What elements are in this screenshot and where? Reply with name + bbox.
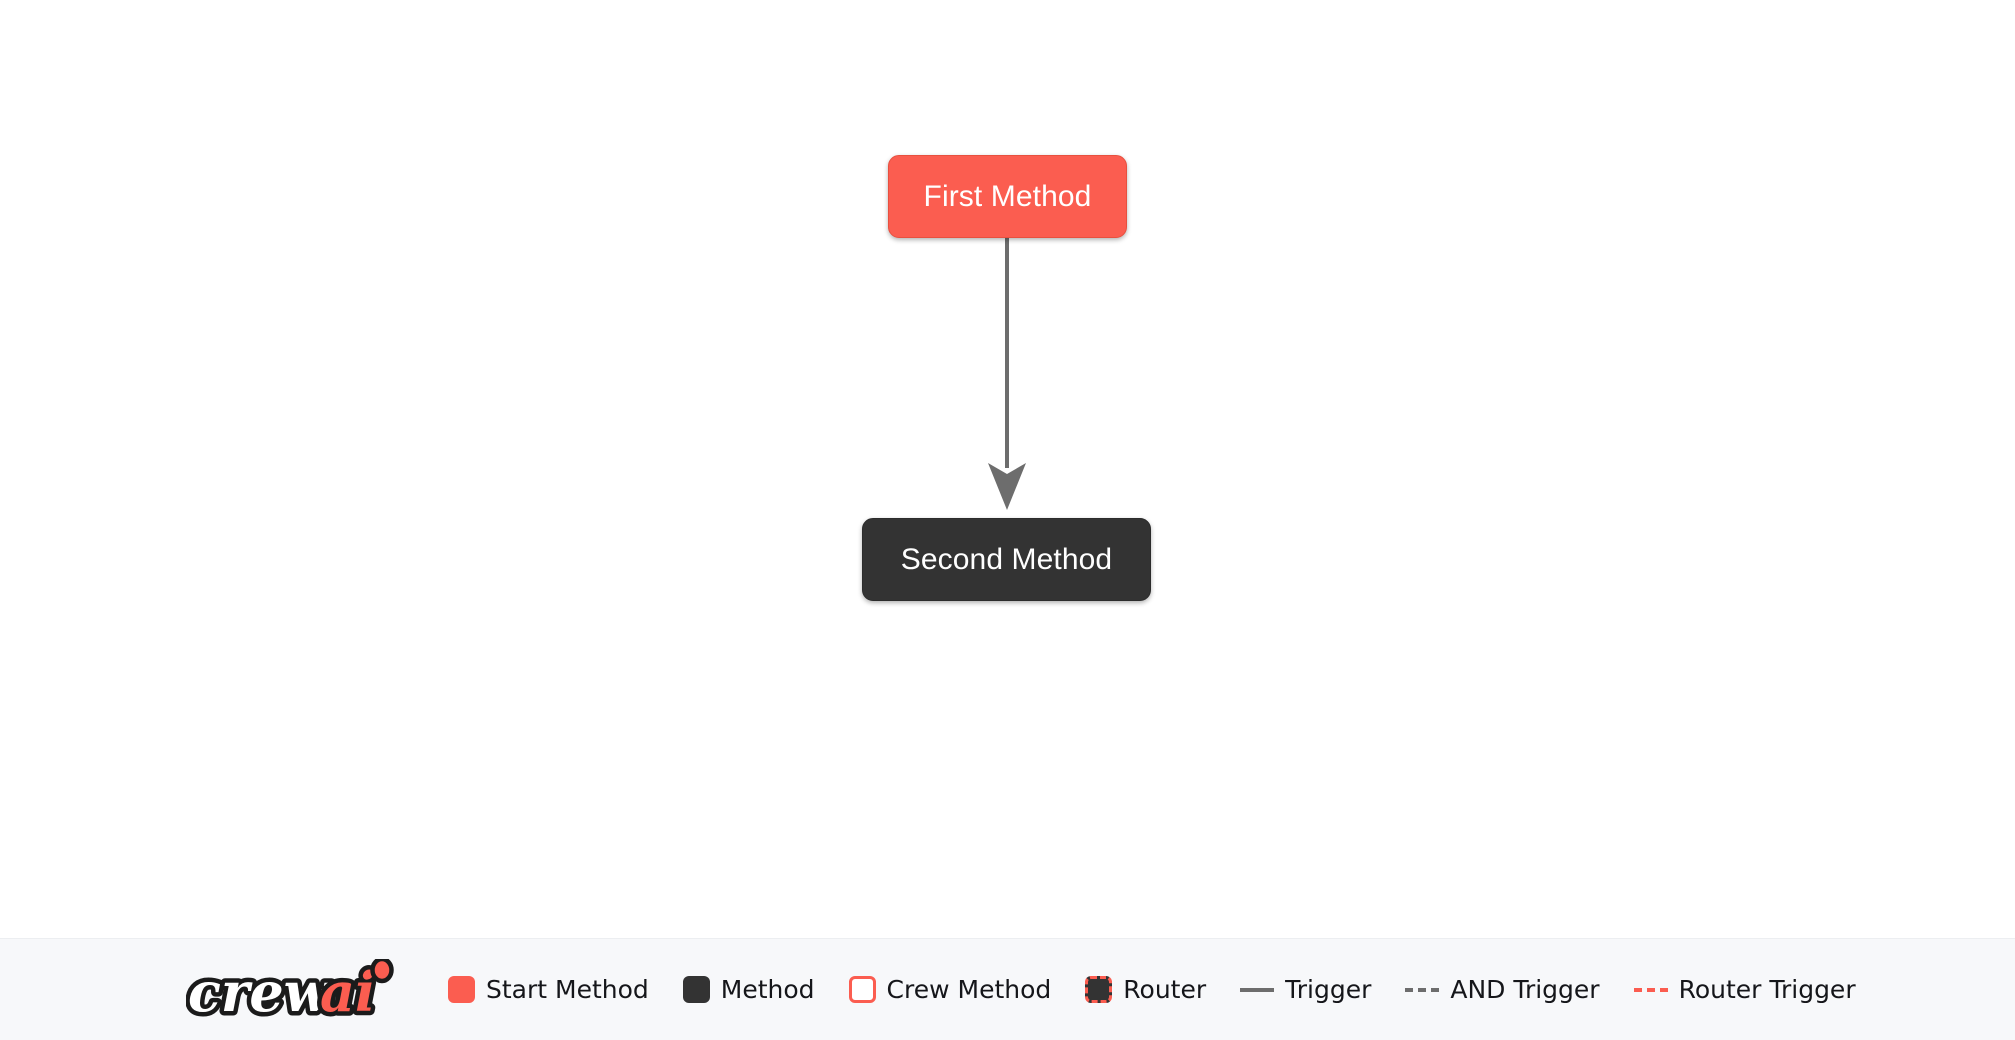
legend-bar: crew ai Start Method Method Crew Method … xyxy=(0,938,2015,1040)
legend-item-label: AND Trigger xyxy=(1450,975,1600,1004)
legend-item-trigger[interactable]: Trigger xyxy=(1240,977,1371,1002)
legend-item-method[interactable]: Method xyxy=(682,975,815,1004)
flow-canvas[interactable]: First Method Second Method xyxy=(0,0,2015,938)
router-swatch-icon xyxy=(1085,976,1113,1003)
edge-first-to-second xyxy=(988,238,1026,510)
legend-item-label: Method xyxy=(720,975,815,1004)
flow-node-first-method[interactable]: First Method xyxy=(888,155,1127,238)
and-trigger-line-icon xyxy=(1405,987,1440,992)
flow-node-label: Second Method xyxy=(900,542,1113,576)
arrowhead-icon xyxy=(988,463,1026,510)
crew-method-swatch-icon xyxy=(848,976,876,1003)
flow-node-second-method[interactable]: Second Method xyxy=(862,518,1151,601)
flow-node-label: First Method xyxy=(923,179,1092,213)
crewai-logo: crew ai xyxy=(186,958,394,1021)
trigger-line-icon xyxy=(1240,987,1275,992)
crewai-logo-dot-icon xyxy=(370,958,394,983)
legend-item-label: Start Method xyxy=(486,975,649,1004)
legend-item-and-trigger[interactable]: AND Trigger xyxy=(1405,975,1600,1004)
method-swatch-icon xyxy=(682,976,710,1003)
edge-layer xyxy=(988,238,1026,510)
crewai-logo-ai: ai xyxy=(320,960,376,1021)
legend-item-crew-method[interactable]: Crew Method xyxy=(848,975,1052,1004)
crewai-logo-crew: crew xyxy=(188,960,333,1021)
start-method-swatch-icon xyxy=(448,976,475,1003)
legend-item-router-trigger[interactable]: Router Trigger xyxy=(1633,975,1856,1004)
router-trigger-line-icon xyxy=(1633,987,1668,992)
legend-item-label: Crew Method xyxy=(886,975,1052,1004)
legend-item-label: Router xyxy=(1123,975,1207,1004)
legend-items: Start Method Method Crew Method Router T… xyxy=(448,976,1856,1003)
legend-item-label: Trigger xyxy=(1285,975,1372,1004)
legend-item-router[interactable]: Router xyxy=(1085,976,1206,1003)
legend-item-label: Router Trigger xyxy=(1678,975,1856,1004)
legend-item-start-method[interactable]: Start Method xyxy=(448,976,649,1003)
